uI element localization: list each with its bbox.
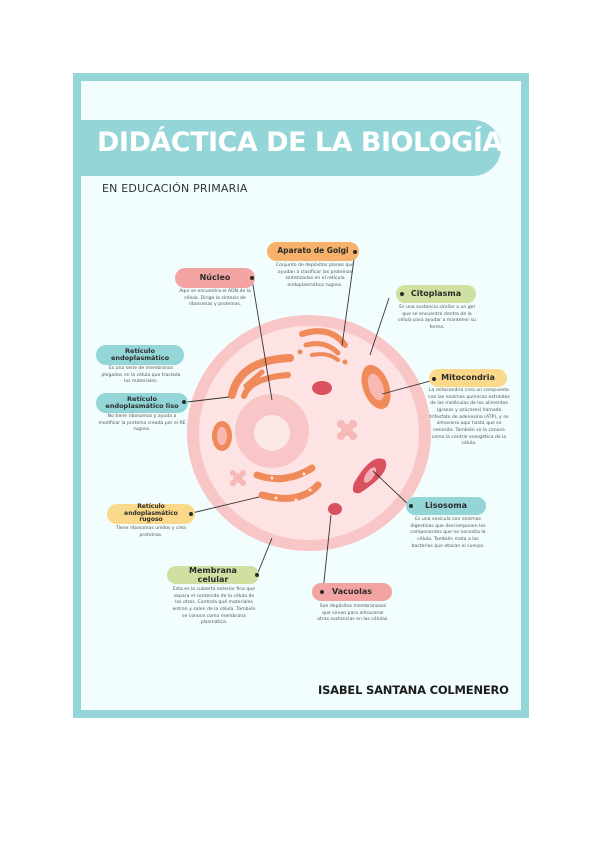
pointer-dot: [320, 590, 324, 594]
desc-golgi: Conjunto de depósitos planos que ayudan …: [275, 263, 355, 288]
label-text: Mitocondria: [441, 373, 495, 383]
label-vacuolas: Vacuolas: [312, 583, 392, 601]
author-name: ISABEL SANTANA COLMENERO: [318, 683, 509, 697]
label-text: Vacuolas: [332, 587, 372, 597]
label-text: Retículo endoplasmático rugoso: [124, 502, 178, 524]
label-text: Lisosoma: [424, 501, 468, 511]
pointer-dot: [182, 400, 186, 404]
pointer-dot: [189, 512, 193, 516]
desc-lisosoma: Es una vesícula con enzimas digestivas q…: [410, 517, 486, 549]
pointer-dot: [400, 292, 404, 296]
label-reticulo-liso: Retículo endoplasmático liso: [96, 393, 188, 413]
desc-reticulo-endoplasmatico: Es una serie de membranas plegadas en la…: [101, 366, 181, 385]
label-text: Membrana celular: [189, 565, 237, 584]
desc-reticulo-liso: No tiene ribosomas y ayuda a modificar l…: [98, 414, 186, 433]
desc-membrana-celular: Esta es la cubierta exterior fina que se…: [172, 587, 256, 626]
label-reticulo-rugoso: Retículo endoplasmático rugoso: [107, 502, 195, 524]
title-band: [81, 120, 501, 176]
page-subtitle: EN EDUCACIÓN PRIMARIA: [102, 182, 248, 195]
label-mitocondria: Mitocondria: [429, 369, 507, 387]
desc-vacuolas: Son depósitos membranosos que sirven par…: [317, 604, 389, 623]
label-membrana-celular: Membrana celular: [167, 566, 259, 584]
pointer-dot: [250, 276, 254, 280]
desc-citoplasma: Es una sustancia similar a un gel que se…: [398, 305, 477, 330]
label-text: Aparato de Golgi: [277, 246, 349, 256]
label-lisosoma: Lisosoma: [406, 497, 486, 515]
pointer-dot: [255, 573, 259, 577]
desc-reticulo-rugoso: Tiene ribosomas unidos y crea proteínas.: [115, 526, 187, 538]
label-text: Núcleo: [199, 273, 231, 283]
label-citoplasma: Citoplasma: [396, 285, 476, 303]
pointer-dot: [353, 250, 357, 254]
desc-mitocondria: La mitocondria crea un compuesto con las…: [428, 388, 510, 447]
label-nucleo: Núcleo: [175, 268, 255, 288]
label-text: Retículo endoplasmático: [110, 346, 170, 362]
page-title: DIDÁCTICA DE LA BIOLOGÍA: [97, 127, 503, 158]
pointer-dot: [432, 377, 436, 381]
desc-nucleo: Aquí se encuentra el ADN de la célula. D…: [179, 289, 251, 308]
label-golgi: Aparato de Golgi: [267, 242, 359, 261]
label-text: Citoplasma: [410, 289, 462, 299]
label-reticulo-endoplasmatico: Retículo endoplasmático: [96, 345, 184, 365]
label-text: Retículo endoplasmático liso: [105, 394, 179, 410]
pointer-dot: [409, 504, 413, 508]
